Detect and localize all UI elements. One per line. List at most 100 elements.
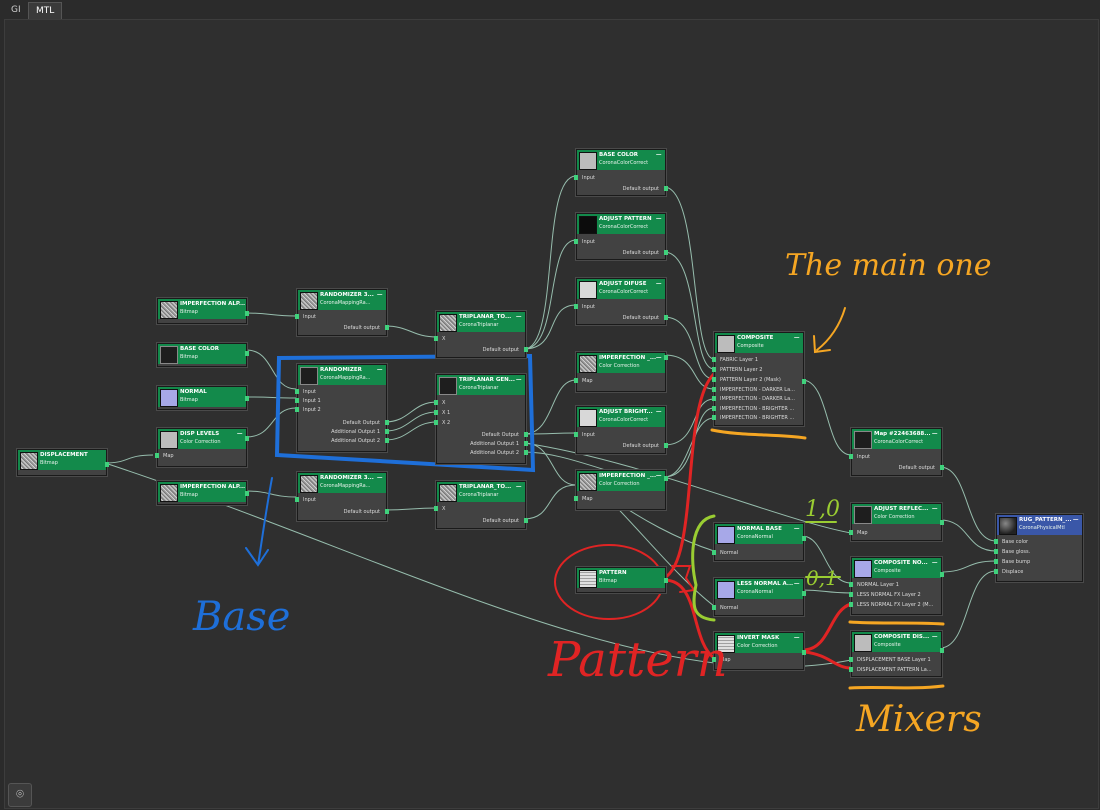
input-port[interactable] — [574, 496, 578, 501]
node-imperfection-alp-2[interactable]: IMPERFECTION ALP... Bitmap — [157, 481, 249, 505]
node-base-color-cc[interactable]: BASE COLOR CoronaColorCorrect − Input De… — [574, 149, 668, 196]
node-disp-levels[interactable]: DISP LEVELS Color Correction − Map — [155, 428, 249, 467]
output-port[interactable] — [105, 462, 109, 467]
output-port[interactable] — [664, 476, 668, 481]
output-port[interactable] — [524, 432, 528, 437]
minimize-icon[interactable]: − — [236, 429, 243, 438]
node-randomizer-3a[interactable]: RANDOMIZER 3... CoronaMappingRa... − Inp… — [295, 289, 389, 336]
node-invert-mask[interactable]: INVERT MASK Color Correction − Map — [712, 632, 806, 670]
output-port[interactable] — [940, 520, 944, 525]
input-port[interactable] — [155, 453, 159, 458]
minimize-icon[interactable]: − — [376, 473, 383, 482]
node-imperfection-cc-2[interactable]: IMPERFECTION _... Color Correction − Map — [574, 470, 668, 510]
minimize-icon[interactable]: − — [655, 407, 662, 416]
output-port[interactable] — [245, 396, 249, 401]
minimize-icon[interactable]: − — [376, 365, 383, 374]
input-port[interactable] — [712, 396, 716, 401]
minimize-icon[interactable]: − — [793, 633, 800, 642]
output-port[interactable] — [245, 436, 249, 441]
input-port[interactable] — [574, 239, 578, 244]
input-port[interactable] — [849, 530, 853, 535]
input-port[interactable] — [994, 569, 998, 574]
output-port[interactable] — [802, 379, 806, 384]
output-port[interactable] — [664, 355, 668, 360]
node-normal-bitmap[interactable]: NORMAL Bitmap — [157, 386, 249, 410]
minimize-icon[interactable]: − — [1072, 515, 1079, 524]
tab-mtl[interactable]: MTL — [28, 2, 63, 19]
minimize-icon[interactable]: − — [655, 150, 662, 159]
node-adjust-difuse[interactable]: ADJUST DIFUSE CoronaColorCorrect − Input… — [574, 278, 668, 325]
input-port[interactable] — [712, 657, 716, 662]
input-port[interactable] — [295, 407, 299, 412]
node-triplanar-to-2[interactable]: TRIPLANAR_TO... CoronaTriplanar − X Defa… — [434, 481, 528, 529]
minimize-icon[interactable]: − — [793, 333, 800, 342]
node-composite-normal[interactable]: COMPOSITE NO... Composite − NORMAL Layer… — [849, 557, 944, 615]
input-port[interactable] — [849, 602, 853, 607]
output-port[interactable] — [802, 536, 806, 541]
input-port[interactable] — [849, 454, 853, 459]
output-port[interactable] — [385, 429, 389, 434]
output-port[interactable] — [524, 441, 528, 446]
output-port[interactable] — [245, 311, 249, 316]
input-port[interactable] — [849, 582, 853, 587]
output-port[interactable] — [940, 465, 944, 470]
node-base-color-bitmap[interactable]: BASE COLOR Bitmap — [157, 343, 249, 367]
input-port[interactable] — [295, 497, 299, 502]
output-port[interactable] — [524, 518, 528, 523]
input-port[interactable] — [994, 549, 998, 554]
input-port[interactable] — [434, 336, 438, 341]
node-adjust-bright[interactable]: ADJUST BRIGHT... CoronaColorCorrect − In… — [574, 406, 668, 454]
minimize-icon[interactable]: − — [793, 579, 800, 588]
input-port[interactable] — [712, 387, 716, 392]
input-port[interactable] — [849, 657, 853, 662]
minimize-icon[interactable]: − — [515, 375, 522, 384]
output-port[interactable] — [664, 578, 668, 583]
input-port[interactable] — [712, 367, 716, 372]
minimize-icon[interactable]: − — [793, 524, 800, 533]
minimize-icon[interactable]: − — [515, 482, 522, 491]
node-rug-material[interactable]: RUG_PATTERN_... CoronaPhysicalMtl − Base… — [994, 514, 1083, 582]
input-port[interactable] — [434, 420, 438, 425]
node-triplanar-gen[interactable]: TRIPLANAR GEN... CoronaTriplanar − X X 1… — [434, 374, 528, 464]
input-port[interactable] — [434, 400, 438, 405]
minimize-icon[interactable]: − — [655, 471, 662, 480]
node-less-normal[interactable]: LESS NORMAL A... CoronaNormal − Normal — [712, 578, 806, 616]
node-map-color-correct[interactable]: Map #22463688... CoronaColorCorrect − In… — [849, 428, 944, 476]
input-port[interactable] — [712, 406, 716, 411]
minimize-icon[interactable]: − — [376, 290, 383, 299]
input-port[interactable] — [295, 389, 299, 394]
node-randomizer[interactable]: RANDOMIZER CoronaMappingRa... − Input In… — [295, 364, 389, 452]
node-pattern[interactable]: PATTERN Bitmap — [576, 567, 668, 593]
minimize-icon[interactable]: − — [931, 558, 938, 567]
node-composite-displacement[interactable]: COMPOSITE DIS... Composite − DISPLACEMEN… — [849, 631, 944, 677]
output-port[interactable] — [802, 591, 806, 596]
tab-gi[interactable]: GI — [11, 5, 21, 15]
node-imperfection-cc-1[interactable]: IMPERFECTION _... Color Correction − Map — [574, 352, 668, 392]
output-port[interactable] — [524, 450, 528, 455]
minimize-icon[interactable]: − — [931, 504, 938, 513]
input-port[interactable] — [295, 398, 299, 403]
output-port[interactable] — [385, 509, 389, 514]
input-port[interactable] — [712, 605, 716, 610]
node-editor-canvas[interactable] — [4, 19, 1099, 809]
output-port[interactable] — [664, 315, 668, 320]
input-port[interactable] — [574, 304, 578, 309]
node-adjust-reflec[interactable]: ADJUST REFLEC... Color Correction − Map — [849, 503, 944, 541]
minimize-icon[interactable]: − — [655, 214, 662, 223]
input-port[interactable] — [994, 559, 998, 564]
output-port[interactable] — [245, 491, 249, 496]
binoculars-icon[interactable]: ⌾ — [8, 783, 32, 807]
input-port[interactable] — [849, 667, 853, 672]
input-port[interactable] — [434, 506, 438, 511]
node-randomizer-3b[interactable]: RANDOMIZER 3... CoronaMappingRa... − Inp… — [295, 472, 389, 521]
input-port[interactable] — [434, 410, 438, 415]
input-port[interactable] — [712, 550, 716, 555]
output-port[interactable] — [245, 351, 249, 356]
minimize-icon[interactable]: − — [515, 312, 522, 321]
input-port[interactable] — [994, 539, 998, 544]
output-port[interactable] — [524, 347, 528, 352]
node-displacement[interactable]: DISPLACEMENT Bitmap — [17, 449, 109, 476]
input-port[interactable] — [295, 314, 299, 319]
input-port[interactable] — [849, 592, 853, 597]
node-adjust-pattern[interactable]: ADJUST PATTERN CoronaColorCorrect − Inpu… — [574, 213, 668, 260]
